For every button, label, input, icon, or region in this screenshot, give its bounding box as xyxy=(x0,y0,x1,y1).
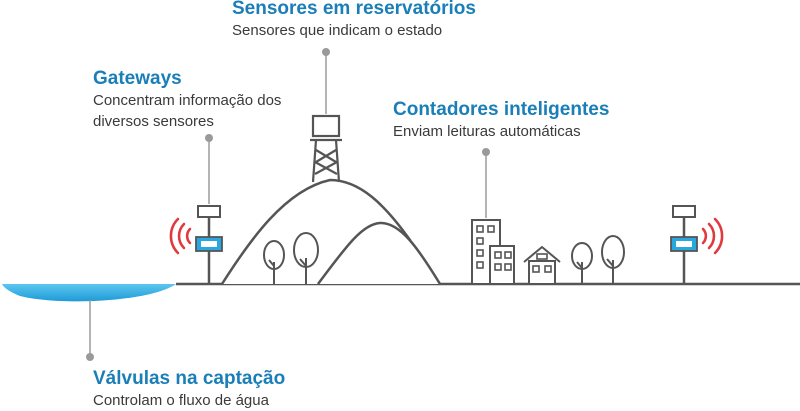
smart-meters-desc: Enviam leituras automáticas xyxy=(393,123,581,140)
water-lake xyxy=(2,284,176,302)
wifi-signal-icon xyxy=(701,217,724,255)
reservoir-sensors-desc: Sensores que indicam o estado xyxy=(232,22,443,39)
label-smart-meters: Contadores inteligentes Enviam leituras … xyxy=(393,99,609,142)
intake-valves-title: Válvulas na captação xyxy=(93,368,286,389)
reservoir-sensors-title: Sensores em reservatórios xyxy=(232,0,476,19)
gateway-antenna-icon xyxy=(670,205,698,284)
building-icon xyxy=(471,219,515,285)
label-reservoir-sensors: Sensores em reservatórios Sensores que i… xyxy=(232,0,476,41)
label-gateways: Gateways Concentram informação dos diver… xyxy=(93,68,281,132)
smart-meters-title: Contadores inteligentes xyxy=(393,99,610,120)
tree-icon xyxy=(571,235,625,284)
gateway-antenna-icon xyxy=(195,205,223,284)
gateways-title: Gateways xyxy=(93,68,182,89)
leader-lines xyxy=(86,48,490,361)
house-icon xyxy=(523,245,561,285)
tree-icon xyxy=(263,232,319,284)
intake-valves-desc: Controlam o fluxo de água xyxy=(93,392,269,409)
label-intake-valves: Válvulas na captação Controlam o fluxo d… xyxy=(93,368,285,411)
water-tower-icon xyxy=(310,114,342,183)
wifi-signal-icon xyxy=(169,217,192,255)
small-hill xyxy=(316,221,442,285)
gateways-desc: Concentram informação dos diversos senso… xyxy=(93,92,282,130)
